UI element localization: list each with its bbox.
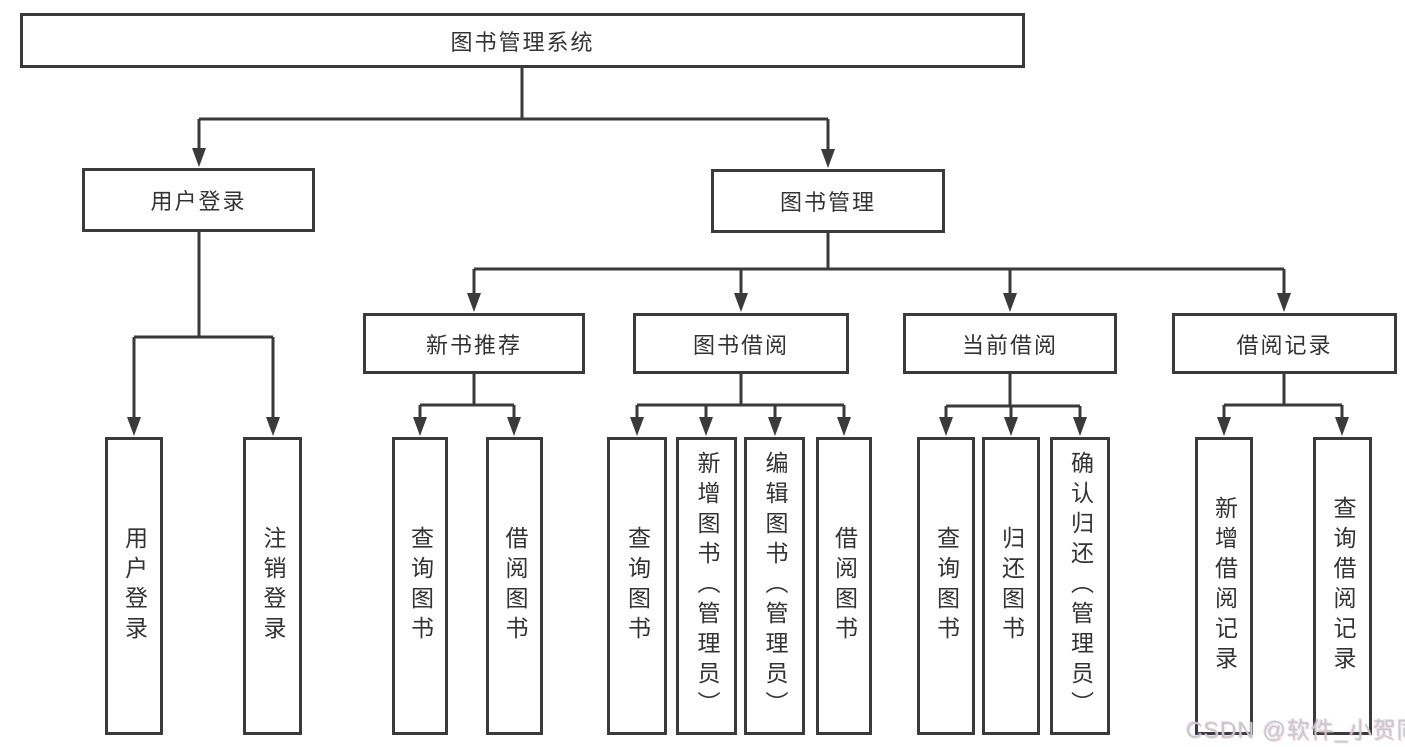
connector-book-borrow-to-leaves	[630, 374, 851, 436]
leaf-borrow-add-admin: 新增图书（管理员）	[676, 437, 737, 735]
leaf-current-query-label: 查询图书	[933, 526, 960, 646]
leaf-borrow-edit-admin: 编辑图书（管理员）	[744, 437, 805, 735]
leaf-add-borrow-record: 新增借阅记录	[1195, 437, 1253, 735]
node-book-management: 图书管理	[711, 169, 945, 233]
leaf-borrow-query-label: 查询图书	[624, 526, 651, 646]
leaf-add-borrow-record-label: 新增借阅记录	[1211, 496, 1238, 676]
leaf-user-login: 用户登录	[105, 437, 163, 735]
leaf-borrow-book-label: 借阅图书	[831, 526, 858, 646]
connector-book-management-to-level3	[467, 233, 1291, 312]
leaf-newbook-borrow: 借阅图书	[486, 437, 543, 735]
node-root-label: 图书管理系统	[450, 29, 595, 55]
leaf-borrow-add-admin-label: 新增图书（管理员）	[694, 451, 720, 721]
node-user-login: 用户登录	[82, 168, 315, 232]
node-borrow-records-label: 借阅记录	[1236, 332, 1333, 358]
leaf-confirm-return-admin-label: 确认归还（管理员）	[1067, 451, 1094, 721]
leaf-newbook-query: 查询图书	[392, 437, 448, 735]
leaf-newbook-borrow-label: 借阅图书	[502, 526, 528, 646]
leaf-newbook-query-label: 查询图书	[407, 526, 434, 646]
node-new-book-recommend: 新书推荐	[363, 313, 585, 374]
node-book-management-label: 图书管理	[779, 190, 876, 215]
leaf-return-book-label: 归还图书	[998, 526, 1025, 646]
connector-root-to-level2	[192, 68, 835, 168]
node-user-login-label: 用户登录	[150, 189, 247, 214]
node-book-borrow: 图书借阅	[633, 313, 849, 374]
node-borrow-records: 借阅记录	[1172, 313, 1397, 374]
node-new-book-recommend-label: 新书推荐	[425, 332, 522, 358]
node-root-system: 图书管理系统	[20, 13, 1025, 68]
leaf-logout-label: 注销登录	[260, 526, 286, 646]
leaf-borrow-edit-admin-label: 编辑图书（管理员）	[762, 451, 788, 721]
leaf-borrow-book: 借阅图书	[816, 437, 872, 735]
node-current-borrow: 当前借阅	[903, 313, 1117, 374]
leaf-current-query: 查询图书	[917, 437, 975, 735]
leaf-confirm-return-admin: 确认归还（管理员）	[1050, 437, 1110, 735]
node-current-borrow-label: 当前借阅	[961, 332, 1058, 358]
leaf-logout: 注销登录	[243, 437, 302, 735]
connector-new-book-to-leaves	[413, 374, 521, 436]
leaf-borrow-query: 查询图书	[607, 437, 667, 735]
leaf-query-borrow-record: 查询借阅记录	[1313, 437, 1372, 735]
connector-borrow-records-to-leaves	[1217, 374, 1349, 436]
connector-user-login-to-leaves	[127, 232, 280, 436]
connector-current-borrow-to-leaves	[939, 374, 1087, 436]
leaf-user-login-label: 用户登录	[121, 526, 148, 646]
csdn-watermark: CSDN @软件_小贺同学	[1186, 717, 1405, 743]
leaf-return-book: 归还图书	[982, 437, 1040, 735]
node-book-borrow-label: 图书借阅	[692, 332, 789, 358]
leaf-query-borrow-record-label: 查询借阅记录	[1330, 496, 1356, 676]
